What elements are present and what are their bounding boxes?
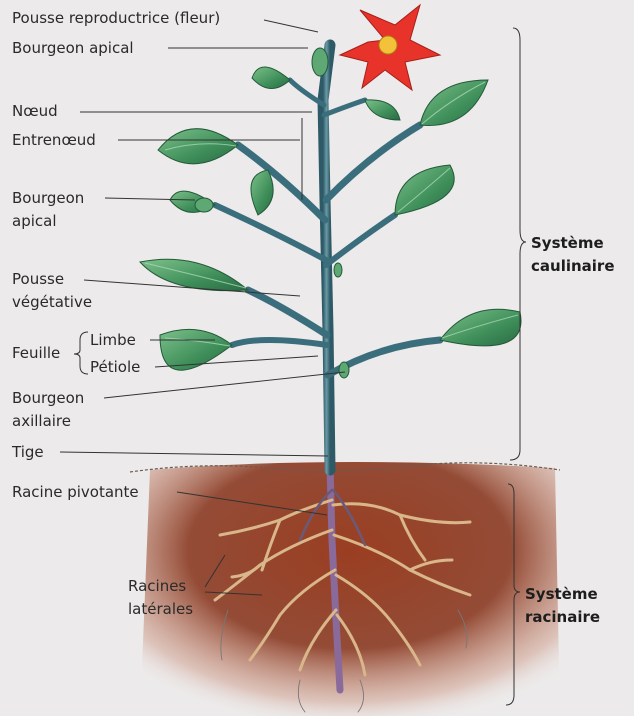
label-racines-laterales-1: Racines [128, 576, 186, 596]
label-noeud: Nœud [12, 101, 58, 121]
label-racine-pivotante: Racine pivotante [12, 482, 139, 502]
label-tige: Tige [12, 442, 44, 462]
label-feuille: Feuille [12, 343, 60, 363]
label-bourgeon-axillaire-2: axillaire [12, 411, 71, 431]
label-pousse-reproductrice: Pousse reproductrice (fleur) [12, 8, 220, 28]
label-bourgeon-axillaire-1: Bourgeon [12, 388, 84, 408]
label-systeme-racinaire-2: racinaire [525, 607, 600, 627]
label-bourgeon-apical-top: Bourgeon apical [12, 38, 134, 58]
flower [340, 5, 440, 90]
label-pousse-vegetative-1: Pousse [12, 269, 64, 289]
label-entrenoeud: Entrenœud [12, 130, 96, 150]
soil [130, 462, 560, 716]
label-systeme-caulinaire-1: Système [531, 233, 604, 253]
label-pousse-vegetative-2: végétative [12, 292, 92, 312]
label-petiole: Pétiole [90, 357, 140, 377]
label-bourgeon-apical-side-1: Bourgeon [12, 188, 84, 208]
label-bourgeon-apical-side-2: apical [12, 211, 57, 231]
label-systeme-racinaire-1: Système [525, 584, 598, 604]
label-racines-laterales-2: latérales [128, 599, 193, 619]
stem-system [215, 45, 440, 470]
label-systeme-caulinaire-2: caulinaire [531, 256, 615, 276]
label-limbe: Limbe [90, 330, 136, 350]
